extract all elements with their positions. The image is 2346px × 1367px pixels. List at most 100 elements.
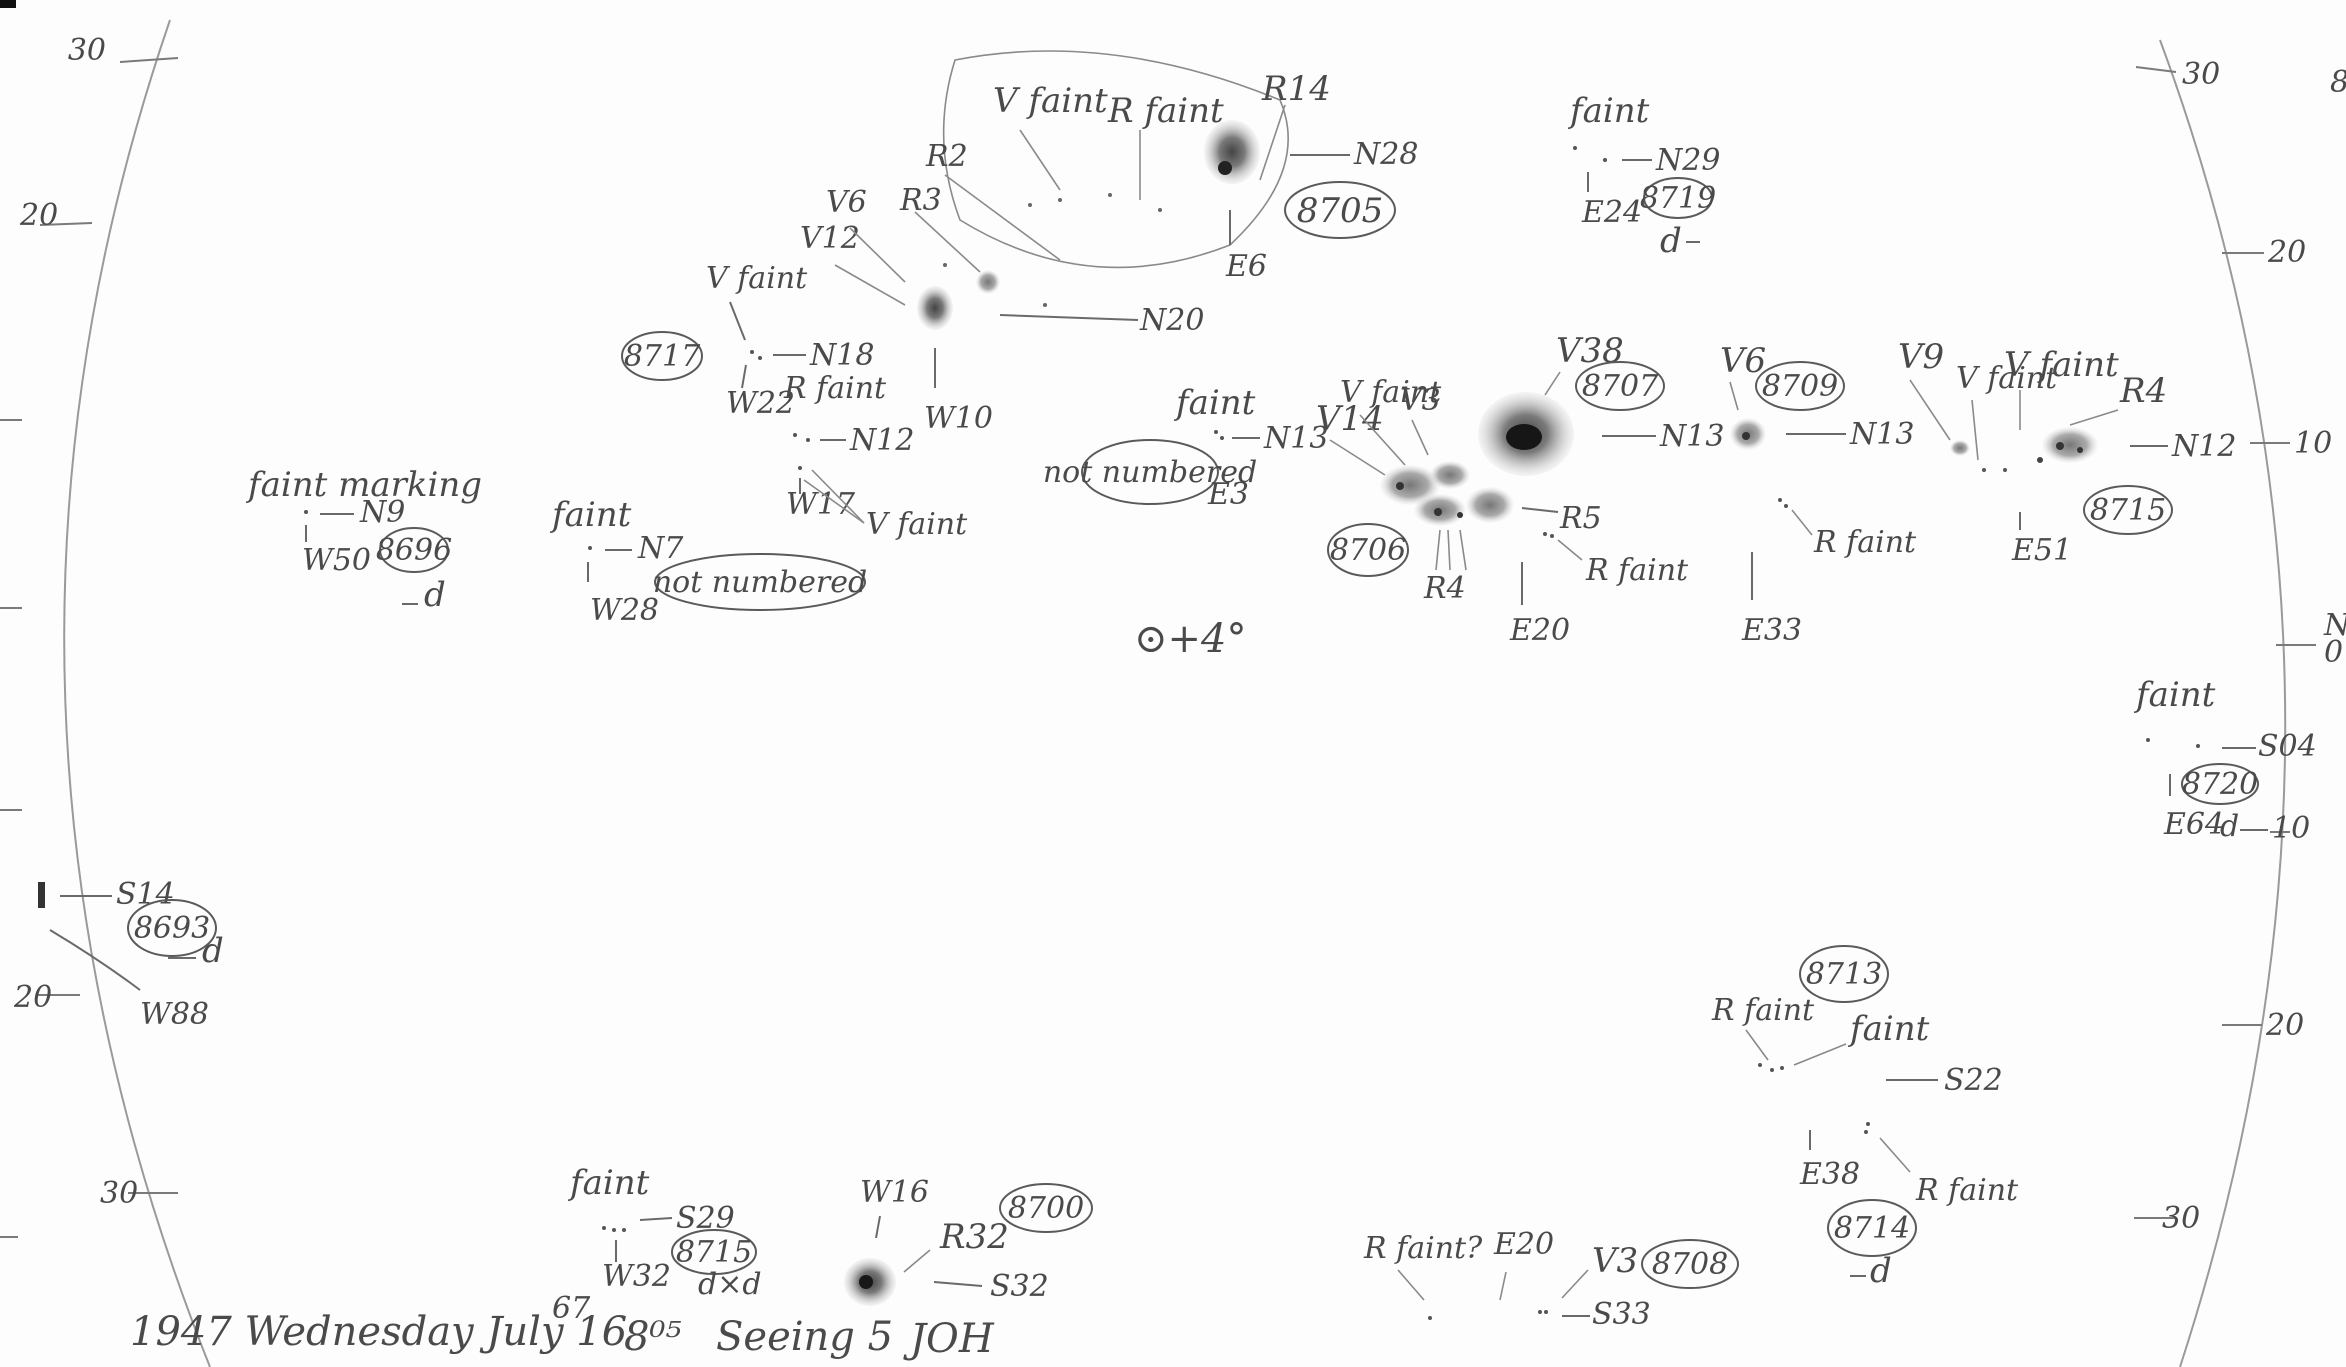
sunspot bbox=[38, 882, 45, 908]
note-text: not numbered bbox=[653, 565, 867, 600]
spot-label: E51 bbox=[2011, 533, 2072, 568]
observation-footer: 1947 Wednesday July 16 67 8⁰⁵ Seeing 5 J… bbox=[130, 1291, 995, 1362]
left-scale-label: 20 bbox=[13, 980, 52, 1015]
spot-label: S33 bbox=[1592, 1297, 1651, 1332]
spot-label: d bbox=[202, 931, 224, 971]
spot-label: V6 bbox=[826, 185, 867, 220]
sunspot-group-8700: W16 R32 8700 S32 bbox=[844, 1175, 1093, 1306]
spot-label: E20 bbox=[1509, 613, 1570, 648]
left-latitude-scale: 30 20 20 30 bbox=[0, 33, 179, 1238]
spot-label: E6 bbox=[1225, 249, 1267, 284]
spot-label: R faint bbox=[1107, 91, 1224, 131]
spot-label: R14 bbox=[1261, 69, 1331, 109]
observation-date: 1947 Wednesday July 16 bbox=[130, 1309, 627, 1355]
spot-label: d×d bbox=[698, 1267, 762, 1302]
group-number: 8693 bbox=[134, 911, 210, 946]
right-latitude-scale: 8 30 20 10 N 0 20 30 bbox=[2134, 57, 2346, 1236]
note-oval bbox=[654, 553, 866, 611]
spot-label: V12 bbox=[800, 221, 860, 256]
right-limb-arc bbox=[2159, 39, 2287, 1367]
sunspot-group-8715-north: V9 V faint V faint R4 N12 8715 E51 bbox=[1898, 337, 2236, 568]
spot-label: R32 bbox=[939, 1217, 1009, 1257]
spot-label: V faint bbox=[706, 261, 808, 296]
spot-label: N13 bbox=[1263, 421, 1328, 456]
spot-label: d bbox=[1660, 221, 1682, 261]
group-number: 8719 bbox=[1640, 181, 1716, 216]
spot-label: V faint bbox=[1340, 375, 1442, 410]
left-scale-label: 30 bbox=[68, 33, 106, 68]
group-number: 8709 bbox=[1762, 369, 1838, 404]
spot-label: V faint bbox=[1956, 361, 2058, 396]
time-correction: 67 bbox=[552, 1291, 591, 1326]
group-number: 8705 bbox=[1297, 191, 1384, 231]
spot-label: V38 bbox=[1556, 331, 1624, 371]
spot-label: faint bbox=[1847, 1009, 1930, 1049]
group-number-oval bbox=[1641, 1239, 1739, 1289]
spot-label: W32 bbox=[602, 1259, 671, 1294]
observation-time: 8⁰⁵ bbox=[624, 1314, 682, 1360]
spot-label: V faint bbox=[2004, 345, 2119, 385]
spot-label: d bbox=[2220, 809, 2239, 844]
group-number: 8717 bbox=[624, 339, 701, 374]
sunspot bbox=[976, 270, 1000, 294]
group-number-oval bbox=[379, 527, 449, 573]
right-scale-label: 30 bbox=[2162, 1201, 2200, 1236]
spot-label: N7 bbox=[637, 531, 684, 566]
spot-label: W16 bbox=[860, 1175, 929, 1210]
right-scale-label: 10 bbox=[2294, 426, 2332, 461]
right-scale-label: N bbox=[2323, 608, 2346, 643]
sunspot-group-8696: faint marking N9 W50 8696 d bbox=[245, 465, 482, 615]
spot-label: faint bbox=[1173, 383, 1256, 423]
left-scale-label: 30 bbox=[100, 1176, 138, 1211]
sunspot bbox=[1204, 120, 1260, 184]
sunspot bbox=[2042, 427, 2098, 463]
umbra bbox=[1506, 424, 1542, 450]
spot-label: R faint bbox=[1813, 525, 1917, 560]
sunspot-group-8707: V38 8707 N13 bbox=[1478, 331, 1724, 476]
spot-label: N12 bbox=[849, 423, 914, 458]
group-number-oval bbox=[1755, 361, 1845, 411]
spot-label: V6 bbox=[1720, 341, 1766, 381]
group-number: 8714 bbox=[1834, 1211, 1910, 1246]
spot-label: R3 bbox=[899, 183, 942, 218]
sunspot-group-8719: faint N29 E24 8719 d bbox=[1567, 91, 1720, 261]
spot-label: faint marking bbox=[245, 465, 482, 505]
group-number-oval bbox=[671, 1229, 757, 1275]
note-text: not numbered bbox=[1043, 455, 1257, 490]
group-number-oval bbox=[999, 1183, 1093, 1233]
spot-label: W50 bbox=[302, 543, 371, 578]
spot-label: N18 bbox=[809, 338, 874, 373]
observer-initials: JOH bbox=[903, 1316, 995, 1362]
umbra bbox=[859, 1275, 873, 1289]
group-number: 8715 bbox=[676, 1235, 752, 1270]
spot-label: S22 bbox=[1944, 1063, 2003, 1098]
spot-label: faint bbox=[549, 495, 632, 535]
group-number-oval bbox=[1284, 181, 1396, 239]
spot-label: W88 bbox=[140, 997, 209, 1032]
group-number-oval bbox=[1643, 177, 1713, 219]
spot-label: faint bbox=[1567, 91, 1650, 131]
sunspot-group-8693: S14 8693 d W88 bbox=[38, 877, 224, 1032]
spot-label: R4 bbox=[2119, 371, 2167, 411]
group-number: 8713 bbox=[1806, 957, 1882, 992]
spot-label: R faint? bbox=[1363, 1231, 1483, 1266]
spot-label: R2 bbox=[925, 139, 968, 174]
sunspot bbox=[917, 286, 953, 330]
spot-label: E20 bbox=[1493, 1227, 1554, 1262]
spot-label: R faint bbox=[1915, 1173, 2019, 1208]
spot-label: V14 bbox=[1316, 399, 1384, 439]
group-number: 8706 bbox=[1330, 533, 1406, 568]
sunspot-group-8717: 8717 V faint N18 R faint W22 N12 W17 V f… bbox=[621, 261, 968, 542]
sunspot bbox=[1430, 461, 1470, 489]
spot-label: S32 bbox=[990, 1269, 1049, 1304]
sunspot-group-8720: faint S04 8720 E64 d 10 bbox=[2133, 675, 2317, 846]
group-number-oval bbox=[127, 899, 217, 957]
spot-label: E3 bbox=[1207, 477, 1249, 512]
left-scale-label: 20 bbox=[19, 198, 58, 233]
right-scale-label: 0 bbox=[2324, 635, 2343, 670]
spot-label: d bbox=[424, 575, 446, 615]
sunspot bbox=[1466, 487, 1514, 523]
spot-label: S04 bbox=[2258, 729, 2317, 764]
sunspot-group-8714: E38 R faint 8714 d bbox=[1799, 1122, 2019, 1291]
